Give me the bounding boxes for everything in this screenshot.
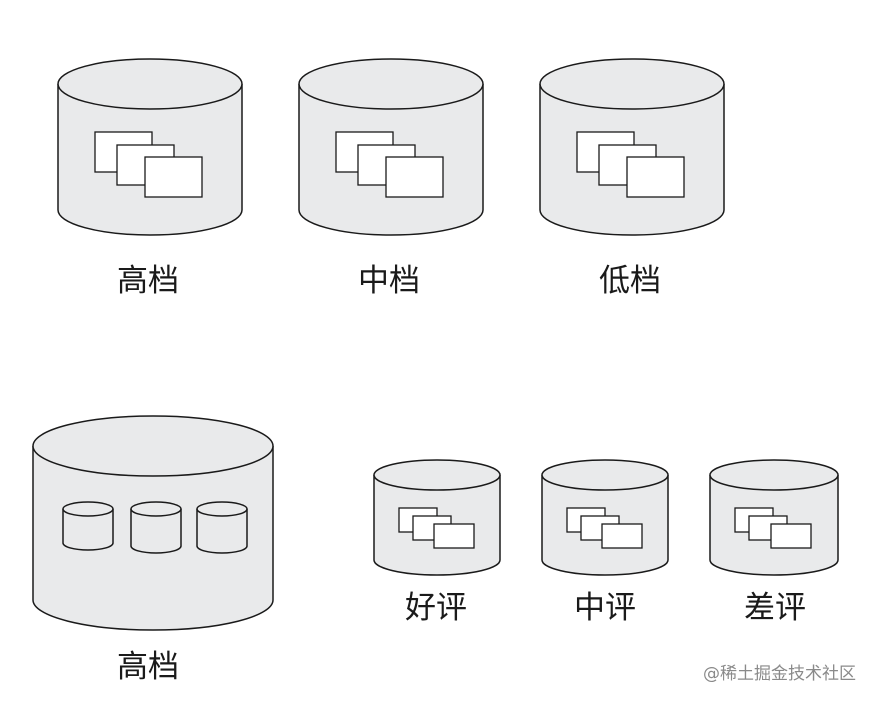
db-label: 中评	[574, 590, 636, 626]
database-mid-tier: 中档	[298, 58, 484, 299]
database-neutral-review: 中评	[541, 459, 669, 626]
database-high-tier: 高档	[57, 58, 243, 299]
document-stack-icon	[335, 131, 444, 198]
document-stack-icon	[566, 507, 643, 549]
db-label: 高档	[117, 263, 179, 299]
small-database-icon	[62, 501, 114, 551]
db-label: 好评	[405, 590, 467, 626]
document-stack-icon	[94, 131, 203, 198]
document-stack-icon	[734, 507, 812, 549]
db-label: 中档	[358, 263, 420, 299]
database-high-tier-large: 高档	[32, 415, 274, 685]
database-good-review: 好评	[373, 459, 501, 626]
watermark-text: @稀土掘金技术社区	[703, 664, 856, 684]
document-stack-icon	[576, 131, 685, 198]
small-database-icon	[196, 501, 248, 554]
db-label: 高档	[117, 649, 179, 685]
small-database-icon	[130, 501, 182, 554]
database-bad-review: 差评	[709, 459, 839, 626]
database-low-tier: 低档	[539, 58, 725, 299]
document-stack-icon	[398, 507, 475, 549]
db-label: 低档	[599, 263, 661, 299]
db-label: 差评	[744, 590, 806, 626]
